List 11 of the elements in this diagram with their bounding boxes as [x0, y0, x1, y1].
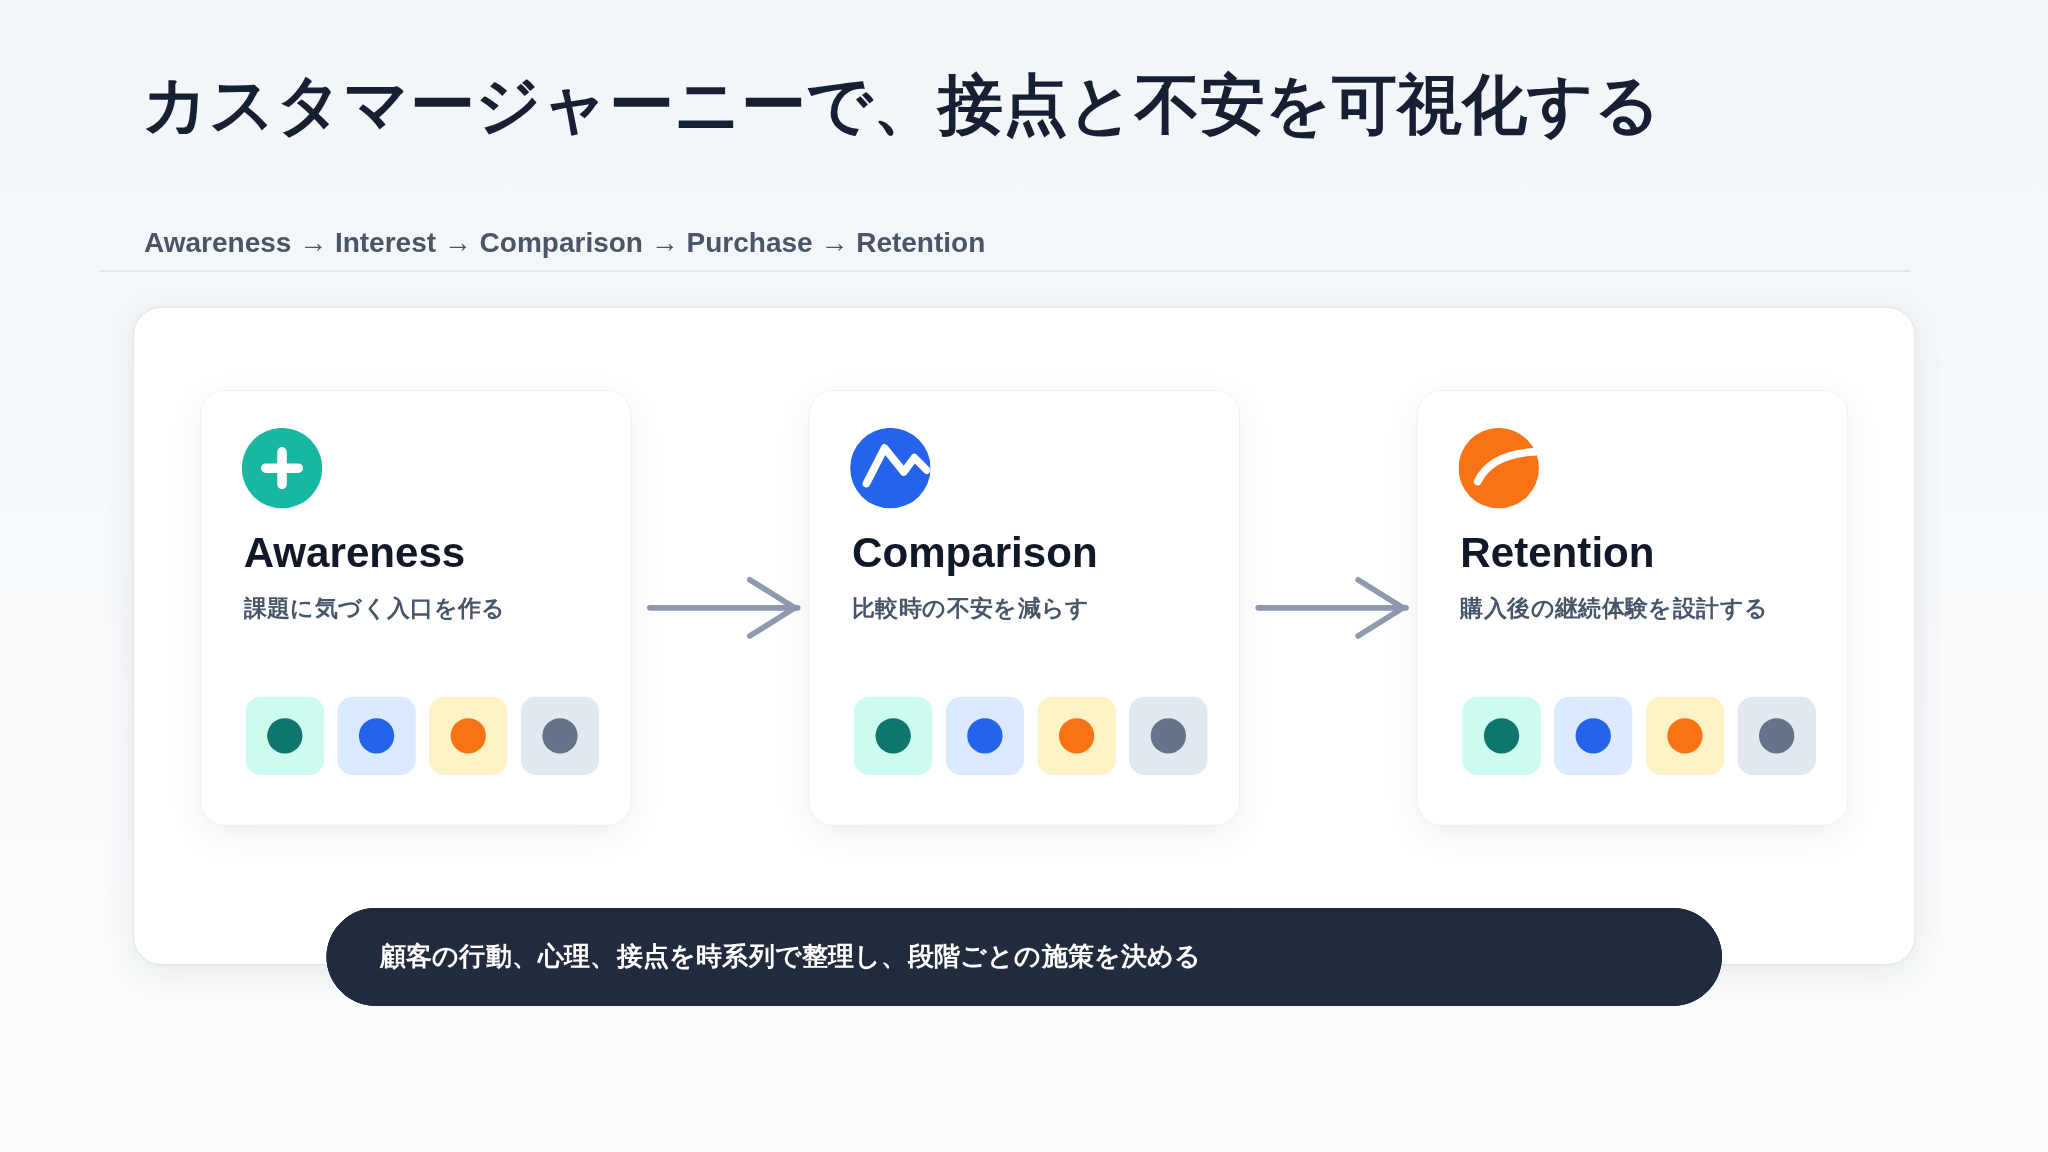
arrow: [1255, 576, 1409, 639]
card-title: Awareness: [243, 528, 466, 577]
card-description: 比較時の不安を減らす: [851, 594, 1090, 621]
page-title: カスタマージャーニーで、接点と不安を可視化する: [142, 67, 1661, 143]
card-description: 課題に気づく入口を作る: [243, 594, 506, 621]
card-title: Retention: [1460, 528, 1655, 577]
card-title: Comparison: [851, 528, 1098, 577]
subtitle: Awareness → Interest → Comparison → Purchase → Retention: [144, 227, 986, 259]
arrow: [646, 576, 801, 639]
card-description: 購入後の継続体験を設計する: [1460, 594, 1769, 621]
summary-text: 顧客の行動、心理、接点を時系列で整理し、段階ごとの施策を決める: [379, 941, 1202, 971]
